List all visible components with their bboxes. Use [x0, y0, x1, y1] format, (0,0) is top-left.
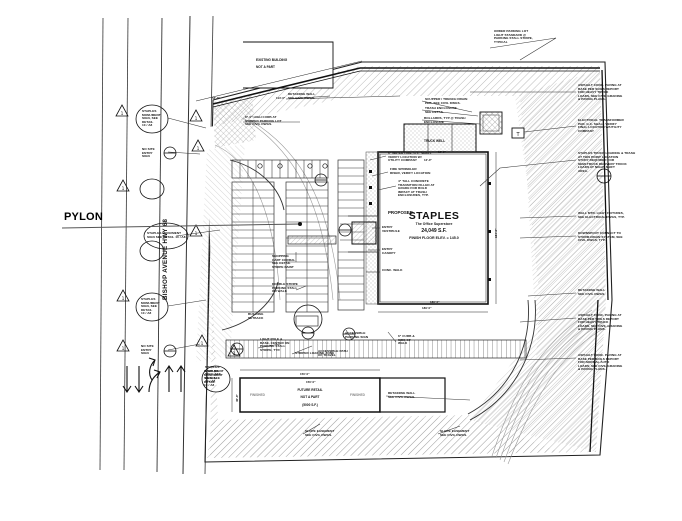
annotation-electrical-transformer-pad: ELECTRICAL TRANSFORMER PAD, G.C. SHALL V… — [578, 118, 624, 133]
site-symbols — [257, 163, 491, 281]
future-retail-line2: NOT A PART — [300, 395, 320, 400]
existing-building-line1: EXISTING BUILDING — [256, 57, 288, 62]
svg-text:T: T — [515, 132, 520, 138]
annotation-staples-monument-sign-lower: STAPLES MONUMENT SIGN, SEE DETAIL 10 / A… — [205, 365, 224, 384]
existing-building-label: EXISTING BUILDING NOT A PART — [256, 55, 287, 70]
dimension-lines — [195, 60, 497, 412]
building-bottom-dimension: 189'-0" — [422, 306, 432, 310]
detail-callout-bubbles — [135, 104, 612, 393]
property-boundary — [204, 61, 613, 463]
svg-text:1: 1 — [122, 296, 125, 301]
annotation-staples-monument-sign-top: STAPLES MONUMENT SIGN, SEE DETAIL 10 / A… — [142, 109, 161, 128]
svg-text:1: 1 — [233, 351, 236, 356]
annotation-slope-easement-center: SLOPE EASEMENT SEE CIVIL DWGS. — [305, 429, 335, 437]
annotation-asphalt-conc-paving-heavy-3: ASPHALT CONC. PAVING AT BASE PER SOILS R… — [578, 353, 623, 372]
building-proposed-label: PROPOSED — [388, 210, 413, 215]
dim-top-1: 56'-0" — [212, 96, 220, 100]
dim-bldg-bottom: 189'-0" — [430, 300, 440, 304]
annotation-downspout-connect: DOWNSPOUT CONNECT TO STORM DRAIN SYSTEM,… — [578, 231, 623, 243]
future-retail-building — [239, 377, 446, 413]
leader-lines — [167, 37, 577, 435]
annotation-staples-monument-sign-mid: STAPLES MONUMENT SIGN SEE DETAIL 10 / A8 — [147, 231, 186, 239]
annotation-fire-sprinkler: FIRE SPRINKLER RISER, VERIFY LOCATION — [390, 167, 431, 175]
annotation-scupper-trench-drain: SCUPPER / TRENCH DRAIN PER. SEE CIVIL DW… — [425, 97, 468, 105]
annotation-no-site-entry-sign-top: NO SITE ENTRY SIGN — [142, 147, 155, 159]
svg-text:1: 1 — [197, 146, 200, 151]
future-retail-top-dimension: 150'-0" — [300, 372, 310, 376]
annotation-concrete-walk: CONC. WALK — [382, 268, 403, 272]
existing-building-line2: NOT A PART — [256, 65, 276, 70]
svg-text:1: 1 — [195, 231, 198, 236]
building-tagline: The Office Superstore — [415, 222, 453, 226]
annotation-striped-loading-zone: STRIPED LOADING ZONE — [295, 351, 335, 355]
annotation-wall-mounted-light-fixtures: WALL MTD. LIGHT FIXTURES, SEE ELECTRICAL… — [578, 211, 625, 219]
traffic-direction-arrows — [122, 357, 186, 393]
building-name-block: PROPOSED STAPLES The Office Superstore 2… — [388, 210, 480, 240]
staples-building: T — [348, 111, 525, 305]
future-retail-tag-left: FINISHED — [250, 393, 265, 397]
annotation-asphalt-conc-paving-heavy-1: ASPHALT CONC. PAVING AT BASE PER SOILS R… — [578, 83, 623, 102]
retaining-wall-lines — [212, 67, 609, 453]
annotation-light-pole-and-base: LIGHT POLE & BASE, CENTER ON PARKING STA… — [260, 337, 290, 352]
annotation-building-setback-left: BUILDING SETBACK — [248, 312, 264, 320]
annotation-trash-enclosure: TRASH ENCLOSURE SEE DETAIL — [425, 106, 457, 114]
annotation-entry-vestibule: ENTRY VESTIBULE — [382, 225, 400, 233]
revision-tag-numbers: 1 1 1 1 1 1 1 1 1 — [121, 111, 236, 356]
dim-retail-top: 150'-0" — [306, 380, 316, 384]
annotation-bollards-trash-enclosure: BOLLARDS, TYP @ TRASH ENCLOSURE — [424, 116, 466, 124]
future-retail-line1: FUTURE RETAIL — [297, 387, 323, 392]
curb-return-curves — [221, 159, 536, 421]
dim-truckwell: 12'-0" — [438, 150, 446, 154]
future-retail-left-dimension: 40'-0" — [235, 394, 239, 402]
annotation-shopping-cart-corral: SHOPPING CART CORRAL SEE DETAIL STRIPE P… — [272, 254, 296, 269]
parking-lot — [225, 159, 527, 359]
future-retail-label: FUTURE RETAIL NOT A PART (5000 S.F.) — [270, 385, 350, 407]
truck-well-label: TRUCK WELL — [424, 139, 446, 143]
svg-text:1: 1 — [195, 116, 198, 121]
svg-text:1: 1 — [121, 111, 124, 116]
annotation-double-stripe-parking: DOUBLE STRIPE PARKING STALL OR WALK — [272, 282, 298, 294]
future-retail-tag-right: FINISHED — [350, 393, 365, 397]
annotation-four-inch-tall-concrete: 4" TALL CONCRETE TRANSITION FILLED AT GR… — [398, 179, 435, 198]
building-finish-floor-elev: FINISH FLOOR ELEV. = 145.0 — [409, 236, 459, 240]
svg-text:1: 1 — [122, 186, 125, 191]
truck-well-dimension: 12'-0" — [424, 158, 432, 162]
annotation-staples-monument-sign-bottom: STAPLES MONUMENT SIGN, SEE DETAIL 10 / A… — [141, 297, 160, 316]
annotation-no-site-entry-sign-bottom: NO SITE ENTRY SIGN — [141, 344, 154, 356]
svg-text:1: 1 — [122, 346, 125, 351]
building-area: 24,049 S.F. — [421, 228, 447, 234]
annotation-retaining-wall-lower-right: RETAINING WALL SEE CIVIL DWGS. — [388, 391, 416, 399]
revision-tag-triangles — [115, 104, 241, 357]
annotation-water-line-gc-verify: 6" WATER LINE, G.C. SHALL VERIFY LOCATIO… — [388, 151, 432, 163]
annotation-retaining-wall-top: RETAINING WALL SEE CIVIL DWGS. — [288, 92, 316, 100]
annotation-order-parking-lot-light: ORDER PARKING LOT LIGHT STANDARD @ PARKI… — [494, 29, 533, 44]
building-right-dimension: 184'-0" — [494, 228, 498, 238]
annotation-accessible-path: ACCESSIBLE PATH OF TRAVEL — [318, 349, 348, 357]
pylon-label: PYLON — [64, 211, 103, 223]
svg-text:1: 1 — [201, 341, 204, 346]
annotation-staples-monument-top-left: STAPLES MONUMENT SIGN, SEE DETAIL 10 / A… — [204, 369, 223, 388]
existing-building — [243, 41, 334, 89]
annotation-staples-truck-loading: STAPLES TRUCK LOADING & TRASH AT THIS PO… — [578, 151, 636, 173]
dim-top-2: 114'-0" — [276, 96, 286, 100]
building-tenant-name: STAPLES — [408, 210, 460, 222]
annotation-six-inch-curb-and-walk: 6" CURB & SIDE OF WALK — [398, 334, 415, 346]
accessible-path-markings — [340, 223, 364, 241]
future-retail-line3: (5000 S.F.) — [302, 402, 318, 407]
annotation-retaining-wall-right: RETAINING WALL SEE CIVIL DWGS. — [578, 288, 606, 296]
annotation-eight-inch-high-curb: 8"-0" HIGH CURB AT STRIPED PARKING LOT S… — [245, 115, 282, 127]
annotation-slope-easement-right: SLOPE EASEMENT SEE CIVIL DWGS. — [440, 429, 470, 437]
annotation-asphalt-conc-paving-heavy-2: ASPHALT CONC. PAVING AT BASE PER SOILS R… — [578, 313, 623, 332]
annotation-accessible-parking-sign: ACCESSIBLE PARKING SIGN — [345, 331, 369, 339]
annotation-entry-canopy: ENTRY CANOPY — [382, 247, 396, 255]
